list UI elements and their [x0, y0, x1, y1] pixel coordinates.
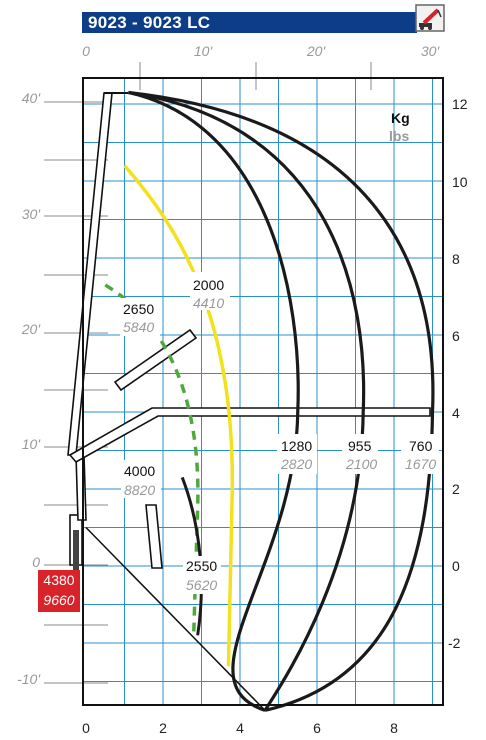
- x-tick: 0: [82, 720, 90, 736]
- load-lbs: 4410: [193, 295, 224, 311]
- unit-legend: Kg lbs: [389, 110, 410, 144]
- load-kg: 2550: [186, 558, 217, 574]
- load-lbs: 8820: [124, 482, 155, 498]
- y-tick: 4: [452, 405, 460, 421]
- load-lbs: 2820: [280, 456, 312, 472]
- load-kg: 4000: [124, 463, 155, 479]
- plot-frame: [82, 77, 444, 706]
- y-tick: 8: [452, 251, 460, 267]
- x-feet-tick: 30': [421, 43, 441, 59]
- x-tick: 2: [159, 720, 167, 736]
- y-feet-tick: 0: [32, 554, 40, 570]
- load-curve-760: [128, 90, 435, 712]
- load-kg: 4380: [43, 572, 74, 588]
- load-kg: 1280: [281, 438, 312, 454]
- crane-base: [73, 530, 79, 570]
- load-lbs: 5620: [186, 577, 217, 593]
- base-slope-line: [85, 526, 266, 711]
- y-feet-tick: 20': [21, 321, 42, 337]
- load-lbs: 5840: [123, 319, 154, 335]
- base-load-label: 4380 9660: [38, 570, 80, 612]
- load-labels: 4000 8820 2650 5840 2550 5620 2000 4410 …: [120, 272, 439, 594]
- y-feet-tick: -10': [17, 671, 41, 687]
- load-curve-green: [104, 283, 200, 632]
- x-tick: 6: [313, 720, 321, 736]
- crane-truck-icon: [415, 4, 445, 32]
- load-lbs: 2100: [345, 456, 377, 472]
- load-kg: 2000: [193, 277, 224, 293]
- y-tick: 0: [452, 558, 460, 574]
- x-feet-tick: 10': [194, 43, 214, 59]
- y-tick: 6: [452, 328, 460, 344]
- y-feet-tick: 10': [22, 436, 42, 452]
- x-tick: 4: [236, 720, 244, 736]
- y-tick: 10: [452, 174, 468, 190]
- y-feet-tick: 30': [22, 206, 42, 222]
- chart-grid: [44, 62, 443, 705]
- boom-lower: [75, 454, 87, 521]
- load-curves: [85, 90, 435, 712]
- boom-vertical: [67, 92, 113, 456]
- load-curve-1280: [128, 90, 300, 712]
- boom-inclined: [113, 328, 198, 392]
- y-tick: -2: [448, 635, 461, 651]
- x-feet-tick: 20': [306, 43, 327, 59]
- y-tick: 2: [452, 481, 460, 497]
- y-feet-tick: 40': [22, 90, 42, 106]
- page-title: 9023 - 9023 LC: [88, 13, 211, 32]
- unit-primary: Kg: [391, 110, 410, 126]
- load-lbs: 9660: [43, 592, 74, 608]
- x-axis-meters: 0 2 4 6 8: [82, 720, 398, 736]
- title-bar: [82, 12, 417, 33]
- load-lbs: 1670: [405, 456, 436, 472]
- load-kg: 955: [348, 438, 372, 454]
- y-axis-feet: 40' 30' 20' 10' 0 -10': [17, 90, 41, 687]
- boom-horizontal: [68, 407, 431, 464]
- y-axis-meters: 12 10 8 6 4 2 0 -2: [448, 96, 468, 651]
- x-tick: 8: [390, 720, 398, 736]
- unit-secondary: lbs: [389, 128, 409, 144]
- load-kg: 760: [409, 438, 433, 454]
- boom-folded: [145, 504, 163, 569]
- load-kg: 2650: [123, 301, 154, 317]
- load-curve-955: [128, 90, 366, 712]
- x-axis-feet: 0 10' 20' 30': [82, 43, 440, 59]
- x-feet-tick: 0: [82, 43, 90, 59]
- y-tick: 12: [452, 96, 468, 112]
